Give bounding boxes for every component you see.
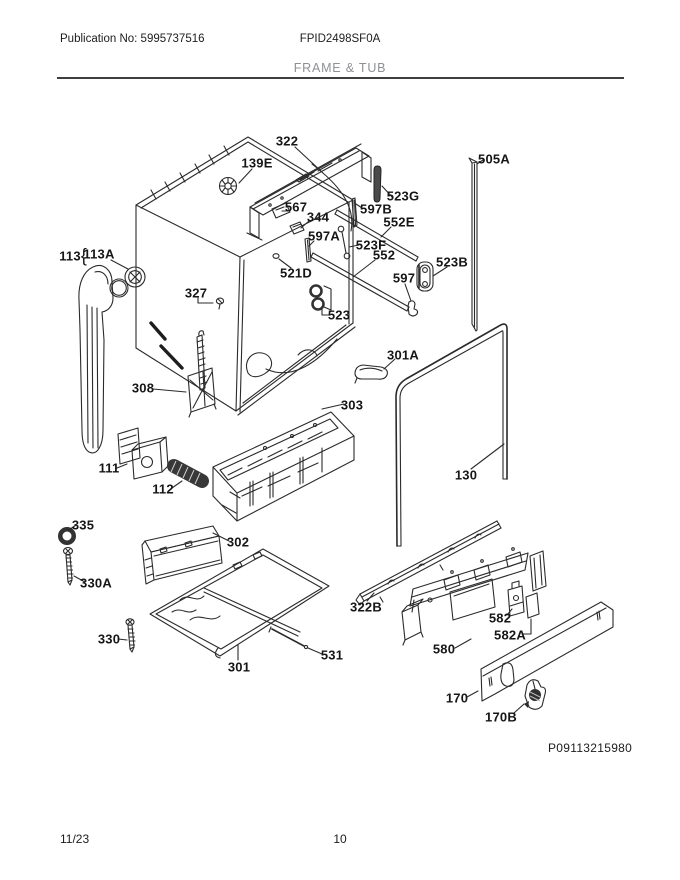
part-597-hook <box>407 300 419 317</box>
callout-322: 322 <box>275 133 299 149</box>
part-582-box <box>507 580 525 617</box>
publication-number: Publication No: 5995737516 <box>60 33 205 45</box>
callout-344: 344 <box>306 209 330 225</box>
callout-597B: 597B <box>360 201 392 217</box>
part-327-screw <box>215 297 225 310</box>
callout-301A: 301A <box>387 347 419 363</box>
part-552E-rod <box>334 209 419 262</box>
part-113-channel <box>78 264 114 454</box>
part-567-clip <box>271 202 291 219</box>
callout-582A: 582A <box>494 627 526 643</box>
part-523B-plate <box>416 261 434 292</box>
callout-113: 113 <box>59 248 81 264</box>
diagram-code: P09113215980 <box>548 741 633 755</box>
callout-523F: 523F <box>355 237 387 253</box>
part-tub <box>135 136 356 416</box>
callout-113A: 113A <box>83 246 115 262</box>
callout-552: 552 <box>372 247 396 263</box>
part-582A-pad <box>525 592 540 619</box>
callout-552E: 552E <box>383 214 415 230</box>
callout-523G: 523G <box>386 188 420 204</box>
callout-139E: 139E <box>241 155 273 171</box>
leader-lines <box>68 146 532 714</box>
part-523G-rod <box>373 165 382 203</box>
callout-597A: 597A <box>308 228 340 244</box>
callout-330: 330 <box>97 631 121 647</box>
part-301A-bracket <box>354 364 388 384</box>
callout-521D: 521D <box>280 265 312 281</box>
part-139E-cap <box>218 176 238 196</box>
callout-130: 130 <box>454 467 478 483</box>
callout-582: 582 <box>488 610 512 626</box>
callout-505A: 505A <box>478 151 510 167</box>
part-303-base-frame <box>212 411 355 522</box>
part-130-gasket <box>395 323 508 547</box>
part-113A-grommet <box>109 266 146 298</box>
callout-170B: 170B <box>485 709 517 725</box>
callout-303: 303 <box>340 397 364 413</box>
callout-170: 170 <box>445 690 469 706</box>
callout-327: 327 <box>184 285 208 301</box>
header-rule <box>57 77 624 79</box>
part-580-front-rail <box>401 547 547 646</box>
part-523F-link <box>337 225 351 260</box>
callout-523: 523 <box>327 307 351 323</box>
footer-date: 11/23 <box>60 832 90 846</box>
part-523-grommets <box>309 284 332 311</box>
part-170-panel <box>480 601 614 702</box>
part-597A-strip <box>304 237 312 263</box>
footer-page-number: 10 <box>333 832 347 846</box>
callout-597: 597 <box>392 270 416 286</box>
part-308-bracket <box>187 330 217 418</box>
callout-322B: 322B <box>350 599 382 615</box>
part-301-base-pan <box>149 548 330 659</box>
callout-112: 112 <box>152 481 174 497</box>
part-344-bracket <box>289 221 305 235</box>
callout-brace-113: { <box>80 245 88 266</box>
part-531-pin <box>268 626 309 650</box>
callout-567: 567 <box>284 199 308 215</box>
callout-523B: 523B <box>436 254 468 270</box>
callout-531: 531 <box>320 647 344 663</box>
part-322B-rail <box>355 520 502 606</box>
part-330A-screw <box>62 546 74 586</box>
callout-580: 580 <box>432 641 456 657</box>
part-170B-clip <box>524 679 547 710</box>
part-111-junction-box <box>117 427 169 480</box>
model-number: FPID2498SF0A <box>299 33 381 45</box>
part-112-hose <box>167 459 209 488</box>
callout-111: 111 <box>98 460 120 476</box>
part-302-toe-panel <box>141 525 223 585</box>
part-521D-grommet <box>272 253 280 259</box>
part-505A-strip <box>468 157 478 332</box>
callout-301: 301 <box>227 659 251 675</box>
part-330-screw <box>125 618 136 653</box>
callout-335: 335 <box>71 517 95 533</box>
part-322-mounting-rail <box>246 143 372 241</box>
callout-302: 302 <box>226 534 250 550</box>
section-title: FRAME & TUB <box>293 61 387 75</box>
part-335-grommet <box>58 527 76 545</box>
callout-308: 308 <box>131 380 155 396</box>
callout-330A: 330A <box>80 575 112 591</box>
